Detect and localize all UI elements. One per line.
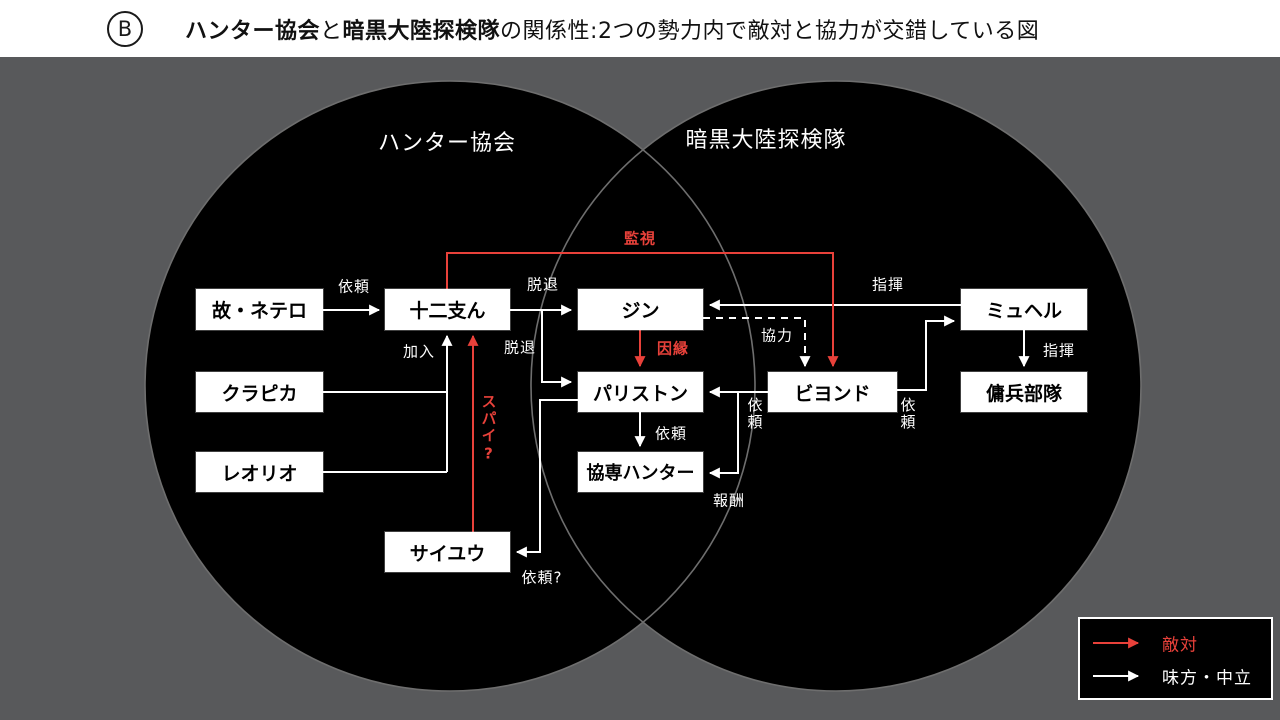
- ally-edges: [323, 299, 1030, 558]
- node-ging: ジン: [578, 289, 703, 330]
- edge-zodiacs-beyond-surveillance: [446, 252, 839, 368]
- edge-label-grudge: 因縁: [656, 339, 690, 358]
- edge-label-request-muherr: 依頼: [898, 397, 917, 431]
- group-label-hunter-association: ハンター協会: [377, 131, 517, 156]
- legend-label-ally: 味方・中立: [1162, 668, 1252, 689]
- node-kurapika: クラピカ: [196, 372, 323, 412]
- node-saiyu: サイユウ: [385, 532, 510, 572]
- title-bold-left: ハンター協会: [185, 18, 321, 44]
- hostile-edges: [446, 252, 839, 532]
- title-bold-right: 暗黒大陸探検隊: [342, 18, 501, 44]
- legend-label-hostile: 敵対: [1162, 635, 1198, 656]
- slide-badge: B: [107, 11, 143, 47]
- edge-label-request-kyosen: 依頼: [745, 397, 764, 431]
- legend-frame: [1078, 617, 1273, 700]
- edge-label-command-ging: 指揮: [871, 275, 905, 294]
- slide-title: ハンター協会と暗黒大陸探検隊の関係性:2つの勢力内で敵対と協力が交錯している図: [185, 0, 1039, 57]
- node-netero: 故・ネテロ: [196, 289, 323, 330]
- group-label-dark-continent-team: 暗黒大陸探検隊: [685, 128, 847, 153]
- title-rest: の関係性:2つの勢力内で敵対と協力が交錯している図: [500, 18, 1040, 44]
- node-leorio: レオリオ: [196, 452, 323, 492]
- node-kyosen-hunters: 協専ハンター: [578, 452, 703, 492]
- edge-beyond-kyosen: [708, 392, 739, 479]
- node-zodiacs: 十二支ん: [385, 289, 510, 330]
- node-mercenary: 傭兵部隊: [961, 372, 1087, 412]
- edge-label-reward: 報酬: [712, 491, 746, 510]
- venn-diagram: ハンター協会 暗黒大陸探検隊 故・ネテロ クラピカ レオリオ 十二支ん サイユウ…: [0, 57, 1280, 720]
- edge-label-command-mercenary: 指揮: [1042, 341, 1076, 360]
- edge-zodiacs-pariston: [541, 310, 573, 388]
- edge-label-spy: スパイ?: [479, 393, 498, 465]
- edge-beyond-muherr: [895, 315, 956, 391]
- header-bar: B ハンター協会と暗黒大陸探検隊の関係性:2つの勢力内で敵対と協力が交錯している…: [0, 0, 1280, 57]
- edge-label-request-saiyu: 依頼?: [521, 568, 563, 587]
- edge-kurapika-leorio-merge: [323, 391, 447, 473]
- edge-label-request-netero: 依頼: [337, 277, 371, 296]
- edge-pariston-saiyu: [515, 399, 578, 558]
- edge-label-join: 加入: [402, 342, 436, 361]
- edge-ging-beyond-cooperation: [703, 317, 811, 368]
- venn-left-circle-outline: [144, 80, 756, 692]
- venn-right-circle-outline: [530, 80, 1142, 692]
- node-pariston: パリストン: [578, 372, 703, 412]
- node-muherr: ミュヘル: [961, 289, 1087, 330]
- edge-label-leave-pariston: 脱退: [503, 338, 537, 357]
- title-connector: と: [320, 18, 343, 44]
- node-beyond: ビヨンド: [768, 372, 897, 412]
- edge-label-request-pariston-kyosen: 依頼: [654, 424, 688, 443]
- legend-box: [1078, 617, 1273, 700]
- edge-label-surveillance: 監視: [623, 229, 657, 248]
- edge-label-leave-ging: 脱退: [526, 275, 560, 294]
- edge-label-cooperation: 協力: [760, 326, 794, 345]
